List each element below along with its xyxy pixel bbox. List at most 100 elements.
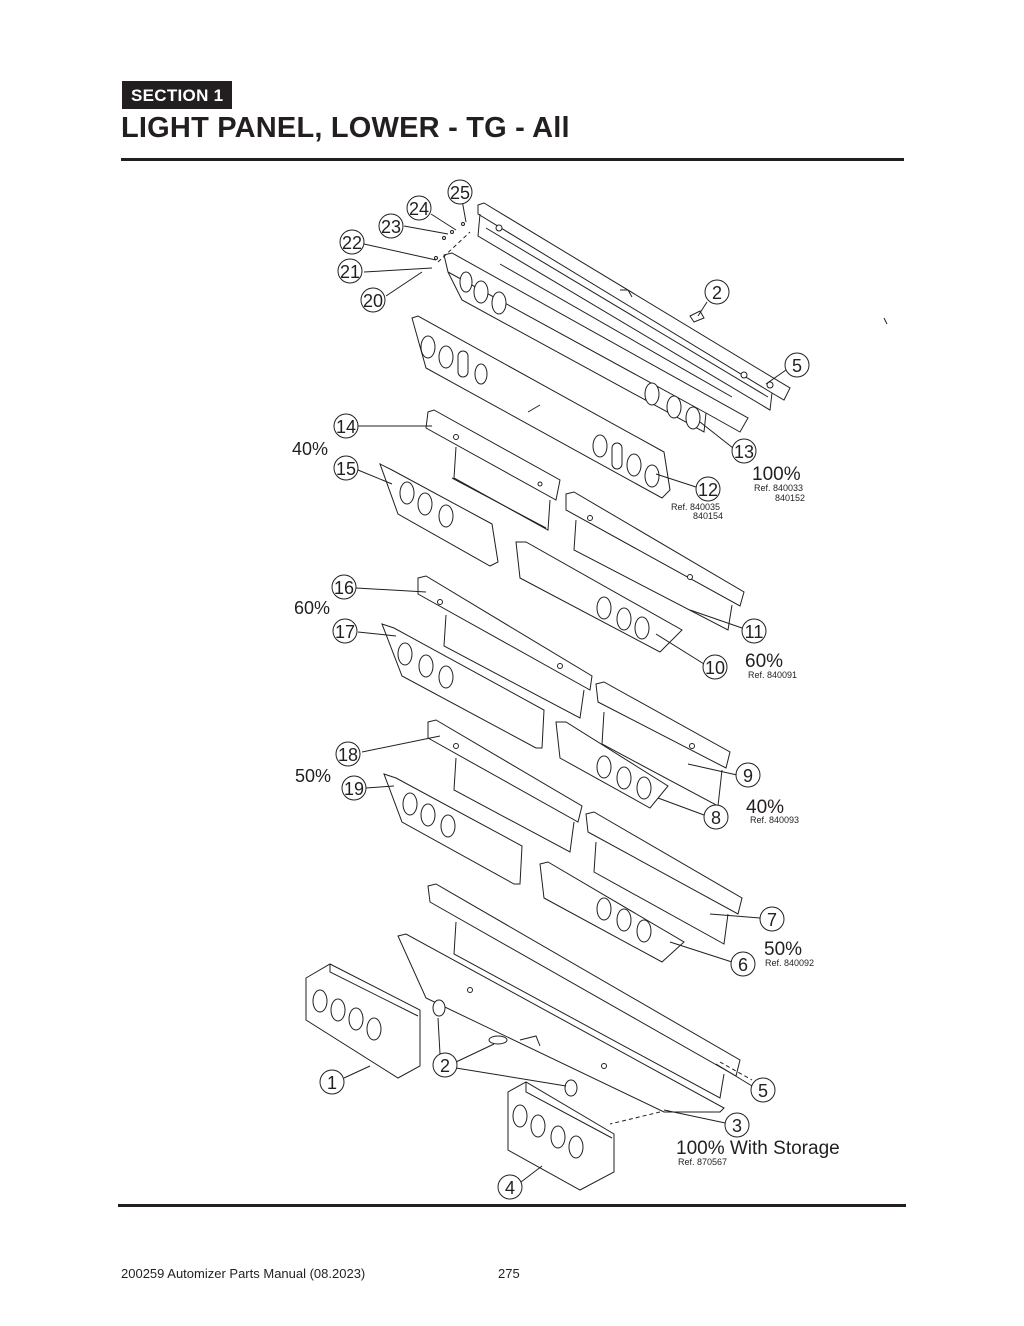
footer-page-number: 275 — [498, 1266, 520, 1281]
callout-12: 12 — [695, 476, 721, 502]
label-right-50: 50% — [764, 939, 802, 960]
panel-9-channel — [595, 681, 731, 807]
panel-6-lamp-plate — [539, 861, 685, 963]
ref-storage: Ref. 870567 — [678, 1157, 727, 1167]
panel-17-lamp-plate — [381, 623, 545, 749]
label-left-50: 50% — [295, 766, 331, 786]
svg-text:5: 5 — [792, 356, 802, 376]
storage-long-plate-part-3 — [397, 933, 725, 1113]
callout-19: 19 — [341, 775, 367, 801]
callout-bubbles: 25 24 23 22 21 20 2 5 14 13 15 12 16 11 … — [319, 179, 810, 1200]
svg-text:4: 4 — [505, 1178, 515, 1198]
panel-7-channel — [585, 811, 743, 945]
callout-10: 10 — [702, 654, 728, 680]
label-right-40: 40% — [746, 797, 784, 818]
svg-text:9: 9 — [743, 766, 753, 786]
label-left-60: 60% — [294, 598, 330, 618]
top-mount-plate-part-13 — [443, 252, 749, 433]
panel-15-lamp-plate — [379, 462, 499, 567]
page-title: LIGHT PANEL, LOWER - TG - All — [121, 112, 570, 144]
ref-40: Ref. 840093 — [750, 815, 799, 825]
ref-100-b: 840152 — [775, 493, 805, 503]
callout-21: 21 — [337, 258, 363, 284]
svg-text:2: 2 — [712, 283, 722, 303]
callout-11: 11 — [741, 618, 767, 644]
storage-box-part-1 — [305, 963, 421, 1079]
footer-rule — [118, 1204, 906, 1207]
svg-text:2: 2 — [440, 1056, 450, 1076]
panel-16-channel — [417, 575, 593, 719]
callout-6: 6 — [730, 951, 756, 977]
panel-14-channel — [425, 409, 561, 531]
label-right-100: 100% — [752, 464, 801, 485]
callout-22: 22 — [339, 229, 365, 255]
svg-text:3: 3 — [732, 1116, 742, 1136]
leader-lines — [343, 199, 888, 1183]
svg-text:25: 25 — [450, 183, 470, 203]
callout-5-bottom: 5 — [750, 1077, 776, 1103]
panel-8-lamp-plate — [555, 721, 669, 809]
callout-16: 16 — [331, 574, 357, 600]
top-channel-part-5 — [477, 202, 791, 411]
section-badge: SECTION 1 — [122, 81, 233, 109]
group-labels: 40% 60% 50% 100% Ref. 840033 840152 Ref.… — [292, 439, 840, 1167]
callout-23: 23 — [378, 213, 404, 239]
svg-text:10: 10 — [705, 658, 725, 678]
svg-text:12: 12 — [698, 480, 718, 500]
callout-2-top: 2 — [704, 279, 730, 305]
svg-text:1: 1 — [327, 1073, 337, 1093]
callout-18: 18 — [335, 741, 361, 767]
label-left-40: 40% — [292, 439, 328, 459]
svg-text:8: 8 — [711, 808, 721, 828]
panel-19-lamp-plate — [383, 773, 523, 885]
callout-24: 24 — [406, 195, 432, 221]
label-right-60: 60% — [745, 651, 783, 672]
callout-4: 4 — [497, 1174, 523, 1200]
svg-text:11: 11 — [745, 622, 764, 642]
svg-text:22: 22 — [342, 233, 362, 253]
svg-text:17: 17 — [335, 622, 355, 642]
callout-15: 15 — [333, 455, 359, 481]
grommets-part-2 — [432, 999, 753, 1125]
svg-text:6: 6 — [738, 955, 748, 975]
panel-11-channel — [565, 491, 745, 631]
callout-8: 8 — [703, 804, 729, 830]
svg-text:18: 18 — [338, 745, 358, 765]
svg-text:23: 23 — [381, 217, 401, 237]
svg-text:5: 5 — [758, 1081, 768, 1101]
panel-10-lamp-plate — [515, 541, 683, 653]
ref-60: Ref. 840091 — [748, 670, 797, 680]
storage-channel-part-5 — [427, 883, 741, 1099]
top-front-panel-part-12 — [411, 315, 671, 499]
ref-12-b: 840154 — [693, 511, 723, 521]
svg-text:13: 13 — [734, 442, 754, 462]
callout-20: 20 — [360, 287, 386, 313]
svg-text:21: 21 — [340, 262, 360, 282]
label-storage: 100% With Storage — [676, 1138, 840, 1159]
storage-box-part-4 — [507, 1081, 615, 1191]
callout-5-top: 5 — [784, 352, 810, 378]
callout-14: 14 — [333, 413, 359, 439]
ref-50: Ref. 840092 — [765, 958, 814, 968]
footer-manual-title: 200259 Automizer Parts Manual (08.2023) — [121, 1266, 366, 1281]
callout-1: 1 — [319, 1069, 345, 1095]
svg-text:14: 14 — [336, 417, 356, 437]
callout-3: 3 — [724, 1112, 750, 1138]
callout-9: 9 — [735, 762, 761, 788]
svg-text:19: 19 — [344, 779, 364, 799]
svg-text:20: 20 — [363, 291, 383, 311]
svg-text:24: 24 — [409, 199, 429, 219]
header-rule — [121, 158, 904, 161]
svg-text:7: 7 — [767, 910, 777, 930]
ref-100-a: Ref. 840033 — [754, 483, 803, 493]
callout-7: 7 — [759, 906, 785, 932]
callout-17: 17 — [332, 618, 358, 644]
callout-13: 13 — [731, 438, 757, 464]
callout-2-bottom: 2 — [432, 1052, 458, 1078]
top-fasteners — [434, 222, 705, 323]
ref-12-a: Ref. 840035 — [671, 502, 720, 512]
panel-18-channel — [427, 719, 583, 853]
svg-text:15: 15 — [336, 459, 356, 479]
svg-text:16: 16 — [334, 578, 354, 598]
